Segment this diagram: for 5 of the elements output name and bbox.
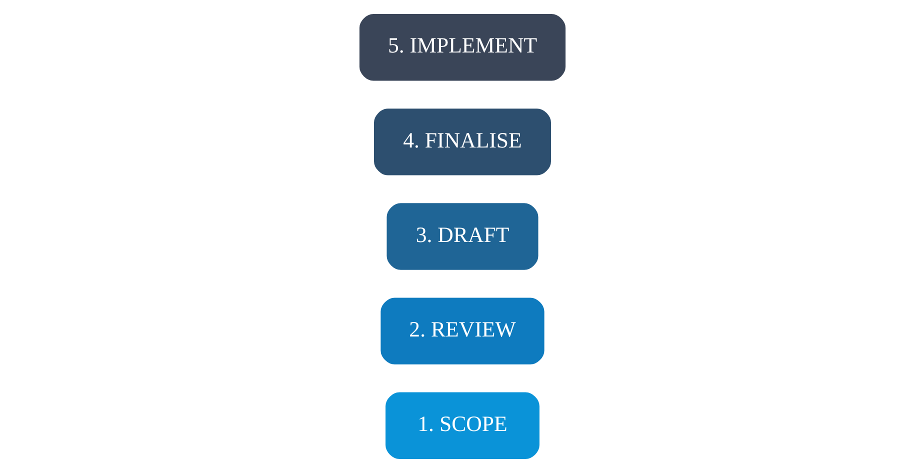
node-box: 4. FINALISE bbox=[372, 107, 552, 176]
node-box: 1. SCOPE bbox=[384, 391, 540, 460]
node-box: 5. IMPLEMENT bbox=[358, 12, 566, 82]
node-box: 2. REVIEW bbox=[378, 296, 546, 366]
node-box: 3. DRAFT bbox=[385, 202, 539, 272]
